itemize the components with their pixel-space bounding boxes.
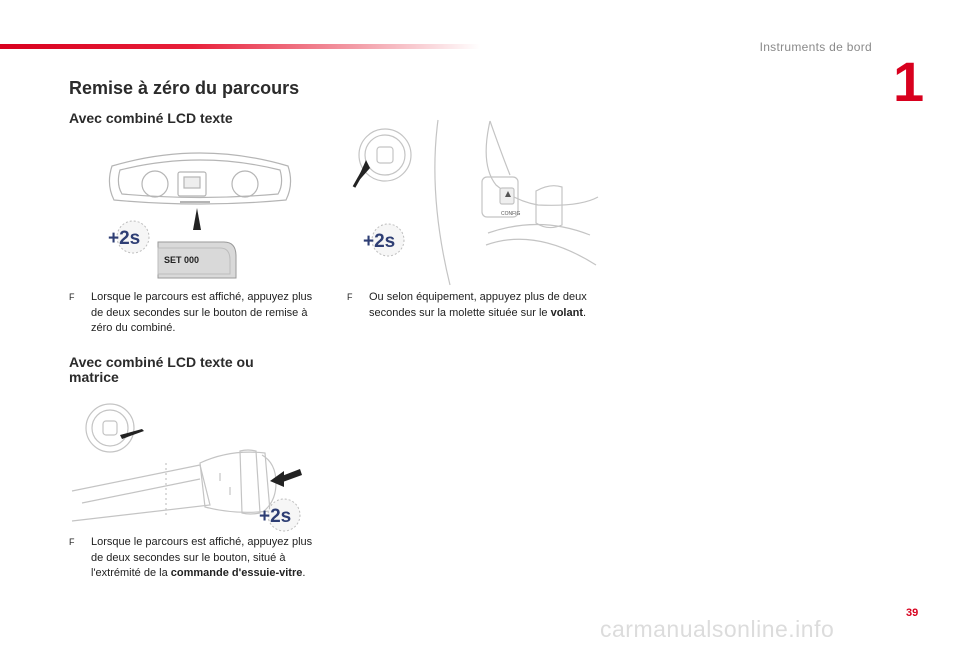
subsection-heading-line: matrice (69, 369, 119, 385)
two-second-badge: +2s (108, 228, 140, 249)
cluster-illustration: SET 000 +2s (100, 144, 300, 284)
instruction-paragraph: F Lorsque le parcours est affiché, appuy… (69, 290, 319, 337)
page-title: Remise à zéro du parcours (69, 78, 300, 98)
two-second-badge: +2s (363, 231, 395, 252)
instruction-paragraph: F Lorsque le parcours est affiché, appuy… (69, 535, 327, 582)
page-number: 39 (906, 607, 919, 619)
section-title: Instruments de bord (759, 40, 872, 54)
subsection-heading-line: Avec combiné LCD texte ou (69, 354, 254, 370)
header-accent-bar (0, 44, 480, 49)
wiper-stalk-illustration: +2s (70, 393, 310, 538)
wiper-stalk-drawing: +2s (71, 403, 302, 532)
two-second-badge: +2s (259, 506, 291, 527)
steering-wheel-illustration: CONFIG +2s (340, 115, 602, 291)
paragraph-text: Ou selon équipement, appuyez plus de deu… (369, 290, 607, 321)
paragraph-text-part: . (302, 567, 306, 579)
paragraph-text-part: Ou selon équipement, appuyez plus de deu… (369, 291, 587, 319)
cluster-drawing: SET 000 +2s (108, 152, 292, 279)
paragraph-text-part: . (583, 306, 587, 319)
instruction-paragraph: F Ou selon équipement, appuyez plus de d… (347, 290, 607, 321)
subsection-heading: Avec combiné LCD texte (69, 110, 233, 126)
bullet-marker: F (69, 292, 75, 302)
bullet-marker: F (347, 292, 353, 302)
set-button-label: SET 000 (164, 255, 199, 265)
paragraph-text: Lorsque le parcours est affiché, appuyez… (91, 291, 313, 334)
paragraph-bold-term: commande d'essuie-vitre (170, 567, 303, 579)
paragraph-text-part: Lorsque le parcours est affiché, appuyez… (91, 536, 313, 579)
config-label: CONFIG (501, 211, 521, 217)
bullet-marker: F (69, 537, 75, 547)
paragraph-text: Lorsque le parcours est affiché, appuyez… (91, 535, 327, 582)
chapter-number: 1 (893, 50, 925, 113)
subsection-heading: Avec combiné LCD texte ou matrice (69, 355, 254, 385)
watermark: carmanualsonline.info (600, 616, 835, 642)
paragraph-bold-term: volant (550, 306, 583, 319)
steering-wheel-drawing: CONFIG +2s (352, 119, 599, 286)
